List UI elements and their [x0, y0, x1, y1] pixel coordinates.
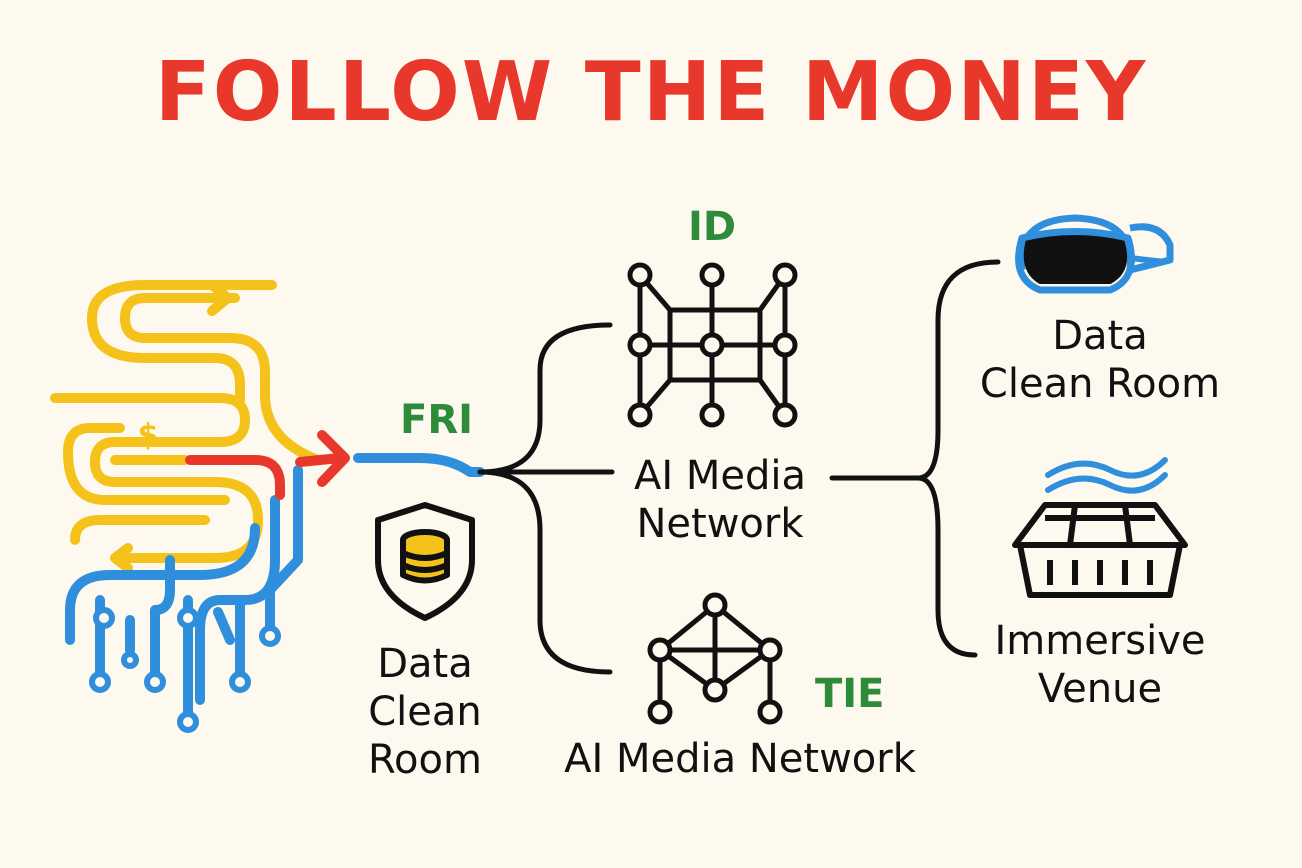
tag-id: ID — [688, 204, 737, 250]
circuit-terminals — [89, 607, 281, 733]
network-mesh-icon — [647, 592, 783, 725]
ai-media-bottom-label: AI Media Network — [540, 735, 940, 783]
clean-room-left-line1: Data — [377, 641, 473, 687]
vr-headset-icon — [1015, 214, 1174, 294]
tag-tie: TIE — [815, 671, 885, 717]
clean-room-right-line1: Data — [1052, 313, 1148, 359]
red-flow-arrow — [185, 430, 350, 500]
ai-media-top-line2: Network — [636, 501, 804, 547]
network-grid-icon — [627, 262, 798, 428]
immersive-venue-label: Immersive Venue — [970, 617, 1230, 713]
clean-room-right-label: Data Clean Room — [960, 312, 1240, 408]
ai-media-top-line1: AI Media — [633, 453, 806, 499]
clean-room-left-line3: Room — [368, 737, 482, 783]
tag-fri: FRI — [400, 397, 474, 443]
stadium-icon — [1012, 457, 1188, 598]
immersive-venue-line2: Venue — [1037, 666, 1163, 712]
ai-media-top-label: AI Media Network — [600, 452, 840, 548]
shield-database-icon — [375, 502, 475, 621]
connector-lines — [477, 259, 1001, 675]
blue-circuit-lines — [65, 453, 485, 725]
clean-room-left-line2: Clean — [368, 689, 482, 735]
immersive-venue-line1: Immersive — [994, 618, 1206, 664]
page-title: FOLLOW THE MONEY — [154, 45, 1148, 140]
money-flow-circuit-icon: $ — [50, 280, 485, 733]
clean-room-right-line2: Clean Room — [979, 361, 1221, 407]
clean-room-left-label: Data Clean Room — [350, 640, 500, 784]
yellow-flow-lines — [50, 280, 323, 573]
dollar-symbol: $ — [138, 418, 159, 453]
ai-media-bottom-line1: AI Media Network — [564, 736, 916, 782]
